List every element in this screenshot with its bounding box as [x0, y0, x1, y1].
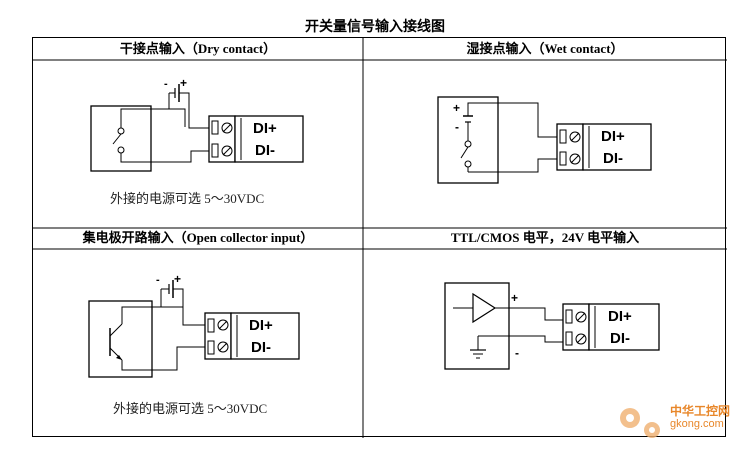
ttl-di-plus-label: DI+ — [608, 308, 632, 325]
ttl-cmos-circuit — [444, 282, 660, 370]
wiring-table: 干接点输入（Dry contact） 湿接点输入（Wet contact） 集电… — [32, 37, 727, 438]
dry-di-minus-label: DI- — [255, 142, 275, 159]
dry-di-plus-label: DI+ — [253, 120, 277, 137]
ttl-di-minus-label: DI- — [610, 330, 630, 347]
oc-di-plus-label: DI+ — [249, 317, 273, 334]
wet-battery-plus-label: + — [453, 101, 461, 115]
watermark-url-text: gkong.com — [670, 418, 724, 430]
table-lines — [33, 38, 727, 438]
panel-header-ttl-cmos: TTL/CMOS 电平，24V 电平输入 — [450, 230, 640, 245]
panel-header-open-collector: 集电极开路输入（Open collector input） — [82, 230, 314, 245]
ttl-plus-label: + — [511, 291, 519, 305]
watermark-cn-text: 中华工控网 — [670, 404, 731, 418]
wet-di-plus-label: DI+ — [601, 128, 625, 145]
dry-contact-supply-note: 外接的电源可选 5～30VDC — [110, 191, 265, 206]
wet-di-minus-label: DI- — [603, 150, 623, 167]
oc-battery-minus-label: - — [156, 274, 160, 286]
gkong-logo-watermark — [620, 408, 660, 438]
dry-battery-minus-label: - — [164, 78, 168, 90]
dry-battery-plus-label: + — [180, 76, 188, 90]
open-collector-circuit — [88, 280, 300, 378]
panel-header-wet-contact: 湿接点输入（Wet contact） — [466, 41, 624, 56]
ttl-minus-label: - — [515, 346, 519, 360]
diagram-title: 开关量信号输入接线图 — [305, 20, 445, 35]
wet-contact-circuit — [437, 96, 652, 184]
open-collector-supply-note: 外接的电源可选 5～30VDC — [113, 401, 268, 416]
panel-header-dry-contact: 干接点输入（Dry contact） — [119, 41, 277, 56]
oc-battery-plus-label: + — [174, 272, 182, 286]
dry-contact-circuit — [90, 84, 304, 172]
wet-battery-minus-label: - — [455, 120, 459, 134]
oc-di-minus-label: DI- — [251, 339, 271, 356]
